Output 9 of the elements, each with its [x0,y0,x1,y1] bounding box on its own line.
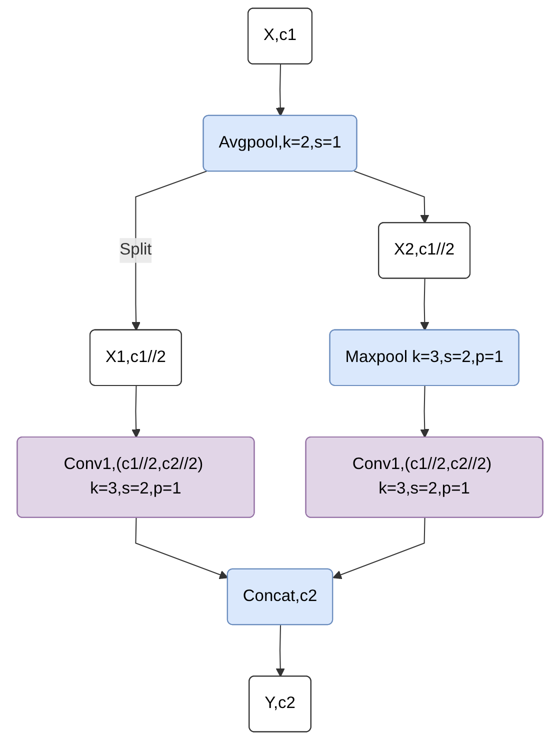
arrow [276,64,285,116]
arrow [135,518,228,580]
arrow [354,170,430,224]
arrow [420,278,430,331]
arrow [420,386,430,438]
edge-label: Split [120,241,152,259]
arrow [332,518,426,580]
arrow [132,386,141,438]
arrow [276,625,285,678]
